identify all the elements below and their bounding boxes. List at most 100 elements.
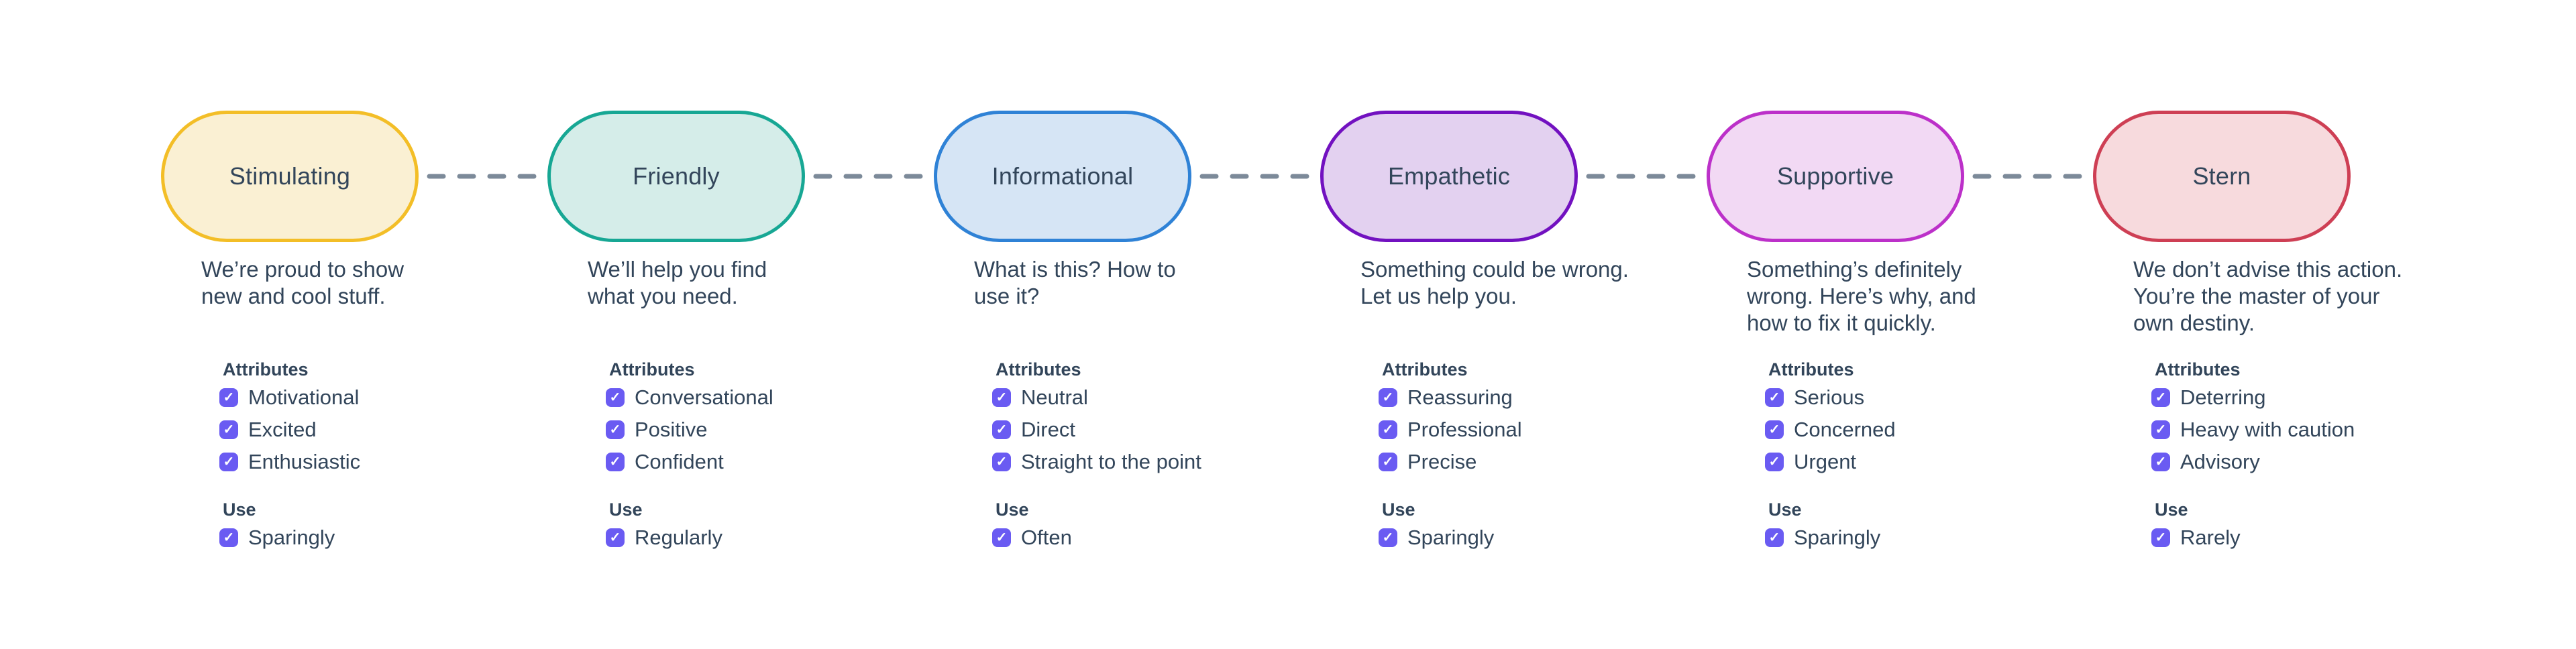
tone-node-label: Stimulating: [229, 162, 351, 190]
attribute-label: Serious: [1794, 386, 1865, 409]
check-icon: ✓: [1768, 455, 1780, 469]
attribute-item: ✓Precise: [1379, 446, 1522, 478]
attribute-checkbox[interactable]: ✓: [1765, 453, 1784, 471]
attribute-label: Direct: [1021, 418, 1075, 441]
attribute-item: ✓ Urgent: [1765, 446, 1896, 478]
use-item: ✓Rarely: [2151, 522, 2241, 554]
use-checkbox[interactable]: ✓: [219, 528, 238, 547]
attribute-label: Straight to the point: [1021, 450, 1201, 473]
check-icon: ✓: [1382, 422, 1394, 437]
use-header: Use: [223, 499, 256, 520]
attribute-checkbox[interactable]: ✓: [219, 388, 238, 407]
use-slot: ✓ Sparingly: [1765, 522, 1880, 554]
tone-description: Something’s definitely wrong. Here’s why…: [1747, 257, 1976, 335]
attribute-item: ✓ Neutral: [992, 381, 1201, 414]
tone-node-pill: Informational: [934, 111, 1191, 242]
attribute-list: ✓Motivational✓Excited✓Enthusiastic: [219, 381, 360, 478]
attribute-checkbox[interactable]: ✓: [219, 453, 238, 471]
tone-node-label: Informational: [991, 162, 1134, 190]
attribute-checkbox[interactable]: ✓: [1765, 420, 1784, 439]
attribute-label: Urgent: [1794, 450, 1857, 473]
use-label: Sparingly: [1794, 526, 1881, 549]
attribute-item: ✓ Concerned: [1765, 414, 1896, 446]
tone-description: What is this? How to use it?: [974, 257, 1176, 308]
check-icon: ✓: [996, 422, 1008, 437]
attribute-checkbox[interactable]: ✓: [1379, 420, 1397, 439]
use-checkbox[interactable]: ✓: [1765, 528, 1784, 547]
attribute-checkbox[interactable]: ✓: [1379, 453, 1397, 471]
attribute-item: ✓Deterring: [2151, 381, 2355, 414]
tone-column: Empathetic Something could be wrong. Let…: [1320, 0, 1707, 649]
attribute-checkbox[interactable]: ✓: [1765, 388, 1784, 407]
attribute-checkbox[interactable]: ✓: [2151, 453, 2170, 471]
attribute-checkbox[interactable]: ✓: [606, 388, 625, 407]
attribute-checkbox[interactable]: ✓: [1379, 388, 1397, 407]
attribute-item: ✓ Serious: [1765, 381, 1896, 414]
attributes-header: Attributes: [609, 359, 695, 379]
check-icon: ✓: [996, 530, 1008, 545]
attribute-label: Neutral: [1021, 386, 1088, 409]
check-icon: ✓: [609, 390, 621, 405]
attribute-list: ✓Conversational✓Positive✓Confident: [606, 381, 773, 478]
check-icon: ✓: [609, 455, 621, 469]
attribute-list: ✓ Neutral ✓ Direct ✓ Straight to the point: [992, 381, 1201, 478]
use-item: ✓ Sparingly: [219, 522, 335, 554]
use-checkbox[interactable]: ✓: [992, 528, 1011, 547]
attributes-header: Attributes: [223, 359, 309, 379]
attribute-checkbox[interactable]: ✓: [606, 453, 625, 471]
attribute-item: ✓ Professional: [1379, 414, 1522, 446]
attribute-list: ✓Deterring✓Heavy with caution✓Advisory: [2151, 381, 2355, 478]
use-slot: ✓Often: [992, 522, 1072, 554]
attribute-label: Enthusiastic: [248, 450, 361, 473]
attribute-label: Advisory: [2180, 450, 2260, 473]
attribute-checkbox[interactable]: ✓: [2151, 420, 2170, 439]
tone-node-pill: Friendly: [547, 111, 805, 242]
attribute-item: ✓Heavy with caution: [2151, 414, 2355, 446]
attribute-item: ✓Confident: [606, 446, 773, 478]
attribute-checkbox[interactable]: ✓: [606, 420, 625, 439]
attribute-label: Motivational: [248, 386, 360, 409]
tone-node-pill: Stern: [2093, 111, 2351, 242]
check-icon: ✓: [1768, 390, 1780, 405]
attribute-label: Concerned: [1794, 418, 1896, 441]
attribute-item: ✓ Motivational: [219, 381, 360, 414]
attribute-checkbox[interactable]: ✓: [992, 388, 1011, 407]
use-checkbox[interactable]: ✓: [1379, 528, 1397, 547]
attribute-list: ✓ Serious ✓ Concerned ✓ Urgent: [1765, 381, 1896, 478]
attribute-label: Reassuring: [1407, 386, 1513, 409]
attribute-checkbox[interactable]: ✓: [2151, 388, 2170, 407]
tone-node-pill: Supportive: [1707, 111, 1964, 242]
use-item: ✓ Regularly: [606, 522, 722, 554]
check-icon: ✓: [223, 390, 235, 405]
tone-node-pill: Stimulating: [161, 111, 419, 242]
attributes-header: Attributes: [1768, 359, 1854, 379]
use-checkbox[interactable]: ✓: [2151, 528, 2170, 547]
attribute-item: ✓Excited: [219, 414, 360, 446]
attribute-item: ✓ Reassuring: [1379, 381, 1522, 414]
tone-column: Stern We don’t advise this action. You’r…: [2093, 0, 2479, 649]
use-item: ✓ Sparingly: [1765, 522, 1880, 554]
tone-node-label: Friendly: [633, 162, 720, 190]
attribute-checkbox[interactable]: ✓: [992, 453, 1011, 471]
attribute-label: Conversational: [635, 386, 773, 409]
check-icon: ✓: [609, 530, 621, 545]
check-icon: ✓: [996, 390, 1008, 405]
tone-description: We’ll help you find what you need.: [588, 257, 767, 308]
use-header: Use: [1382, 499, 1415, 520]
attribute-checkbox[interactable]: ✓: [219, 420, 238, 439]
use-slot: ✓Rarely: [2151, 522, 2241, 554]
use-header: Use: [609, 499, 643, 520]
use-label: Sparingly: [248, 526, 335, 549]
attribute-checkbox[interactable]: ✓: [992, 420, 1011, 439]
tone-node-pill: Empathetic: [1320, 111, 1578, 242]
tone-node-label: Supportive: [1776, 162, 1894, 190]
use-label: Regularly: [635, 526, 722, 549]
use-checkbox[interactable]: ✓: [606, 528, 625, 547]
tone-column: Stimulating We’re proud to show new and …: [161, 0, 547, 649]
attribute-item: ✓ Enthusiastic: [219, 446, 360, 478]
check-icon: ✓: [223, 530, 235, 545]
attribute-label: Professional: [1407, 418, 1522, 441]
check-icon: ✓: [1382, 530, 1394, 545]
tone-column: Friendly We’ll help you find what you ne…: [547, 0, 934, 649]
